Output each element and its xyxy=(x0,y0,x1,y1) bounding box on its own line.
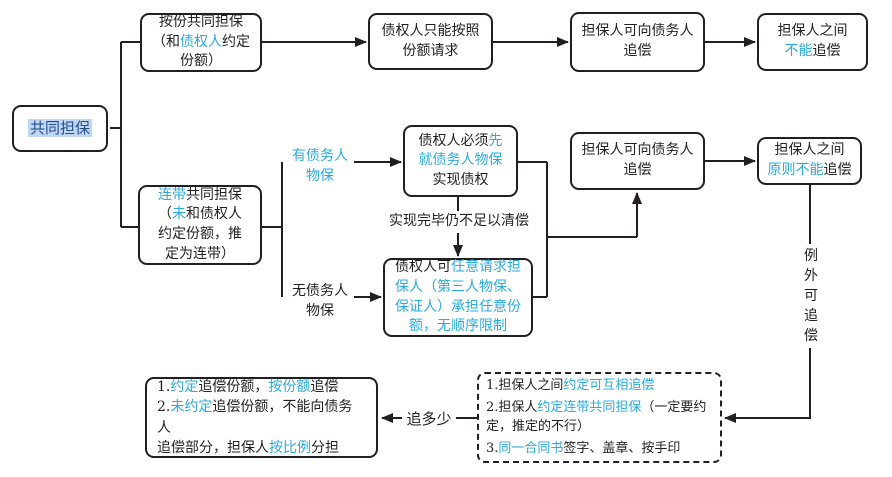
text-segment: 实现完毕仍不足以清偿 xyxy=(389,213,529,230)
arrow-liwai-to-exception xyxy=(724,348,811,423)
text-segment: 债权人可 xyxy=(395,259,451,276)
text-segment: 追多少 xyxy=(406,409,452,428)
recourse-rule-1: 1.约定追偿份额，按份额追偿 xyxy=(157,377,338,397)
text-segment: 追偿份额，不能向债务人 追偿部分，担保人 xyxy=(157,399,353,456)
node-exception-conditions-dashed: 1.担保人之间约定可互相追偿 2.担保人约定连带共同担保（一定要约 定，推定的不… xyxy=(477,372,722,463)
node-creditor-must-first-realize-collateral: 债权人必须先 就债务人物保 实现债权 xyxy=(403,125,518,197)
text-segment-blue: 未约定 xyxy=(170,399,213,416)
node-creditor-claim-by-share: 债权人只能按照 份额请求 xyxy=(368,13,493,70)
text-segment: 担保人可向债务人 追偿 xyxy=(581,23,694,59)
text-segment-blue: 按份额 xyxy=(268,378,311,395)
node-recourse-amount-rules: 1.约定追偿份额，按份额追偿 2.未约定追偿份额，不能向债务人 追偿部分，担保人… xyxy=(145,377,378,458)
text-segment-blue: 任意请求担 保人（第三人物保、 保证人）承担任意份 额，无顺序限制 xyxy=(395,259,521,335)
label-exception-recourse-vertical: 例 外 可 追 偿 xyxy=(799,246,823,346)
text-segment-blue: 原则不能 xyxy=(767,162,824,178)
text-segment-blue: 约定 xyxy=(170,378,199,395)
node-guarantor-recourse-debtor-mid: 担保人可向债务人 追偿 xyxy=(570,132,705,190)
node-guarantor-recourse-debtor-top: 担保人可向债务人 追偿 xyxy=(570,12,705,72)
node-common-guarantee: 共同担保 xyxy=(12,105,108,152)
text-segment: 1. xyxy=(157,378,171,395)
text-segment: 2. xyxy=(157,399,171,416)
text-segment: 债权人只能按照 份额请求 xyxy=(381,22,480,59)
text-segment-blue: 未 xyxy=(172,206,186,223)
text-segment: （一定要约 定，推定的不行） xyxy=(486,400,707,434)
text-segment: 担保人可向债务人 追偿 xyxy=(581,142,694,178)
text-segment-blue: 约定可互相追偿 xyxy=(563,378,655,394)
text-segment: 追偿 xyxy=(310,378,339,395)
text-segment: 例 外 可 追 偿 xyxy=(804,248,818,344)
connector-middle-right xyxy=(518,161,637,298)
text-segment: 无债务人 物保 xyxy=(292,283,348,319)
text-segment-blue: 先 就债务人物保 xyxy=(418,132,503,169)
node-joint-liability-guarantee: 连带共同担保 （未和债权人 约定份额，推 定为连带） xyxy=(138,185,262,265)
text-segment: 追偿 xyxy=(823,162,852,178)
text-segment: 债权人必须 xyxy=(418,132,489,149)
text-segment: 2.担保人 xyxy=(486,400,538,416)
node-share-joint-guarantee: 按份共同担保 （和债权人约定 份额） xyxy=(140,13,262,72)
text-segment: 约定 份额） xyxy=(180,33,250,70)
node-no-recourse-between-guarantors: 担保人之间 不能追偿 xyxy=(757,13,868,71)
text-segment-blue: 同一合同书 xyxy=(498,440,564,456)
label-with-debtor-collateral: 有债务人 物保 xyxy=(287,146,353,188)
text-segment-blue: 按比例 xyxy=(269,439,311,456)
text-segment-blue: 不能 xyxy=(784,43,813,59)
node-creditor-may-claim-any-guarantor: 债权人可任意请求担 保人（第三人物保、 保证人）承担任意份 额，无顺序限制 xyxy=(383,258,533,337)
text-segment-blue: 连带 xyxy=(158,186,186,203)
label-insufficient-after-realization: 实现完毕仍不足以清偿 xyxy=(383,211,535,233)
text-segment: 按份共同担保 （和 xyxy=(152,14,243,50)
exception-item-1: 1.担保人之间约定可互相追偿 xyxy=(486,377,654,395)
text-segment: 和债权人 约定份额，推 定为连带） xyxy=(158,206,242,262)
text-segment-blue: 债权人 xyxy=(180,33,222,50)
text-segment: 担保人之间 xyxy=(774,142,845,159)
label-without-debtor-collateral: 无债务人 物保 xyxy=(287,281,353,323)
exception-item-3: 3.同一合同书签字、盖章、按手印 xyxy=(486,440,680,458)
text-segment-blue: 约定连带共同担保 xyxy=(537,400,642,416)
text-segment: 共同担保 （ xyxy=(158,186,242,223)
connector-liandai-branches xyxy=(262,162,283,297)
node-in-principle-no-recourse: 担保人之间 原则不能追偿 xyxy=(757,137,862,185)
text-segment: 分担 xyxy=(311,439,339,456)
connector-root-branches xyxy=(110,41,140,228)
text-segment: 追偿 xyxy=(812,43,841,59)
text-segment-blue: 有债务人 物保 xyxy=(292,148,348,184)
text-segment: 实现债权 xyxy=(432,171,489,188)
label-how-much-recourse: 追多少 xyxy=(402,408,456,430)
text-segment: 追偿份额， xyxy=(198,378,269,395)
exception-item-2: 2.担保人约定连带共同担保（一定要约 定，推定的不行） xyxy=(486,399,706,435)
text-segment: 3. xyxy=(486,440,499,456)
text-segment: 签字、盖章、按手印 xyxy=(563,440,681,456)
recourse-rule-2: 2.未约定追偿份额，不能向债务人 追偿部分，担保人按比例分担 xyxy=(157,397,366,458)
text-segment: 1.担保人之间 xyxy=(486,378,564,394)
highlighted-title: 共同担保 xyxy=(27,119,92,137)
text-segment: 担保人之间 xyxy=(777,23,848,40)
